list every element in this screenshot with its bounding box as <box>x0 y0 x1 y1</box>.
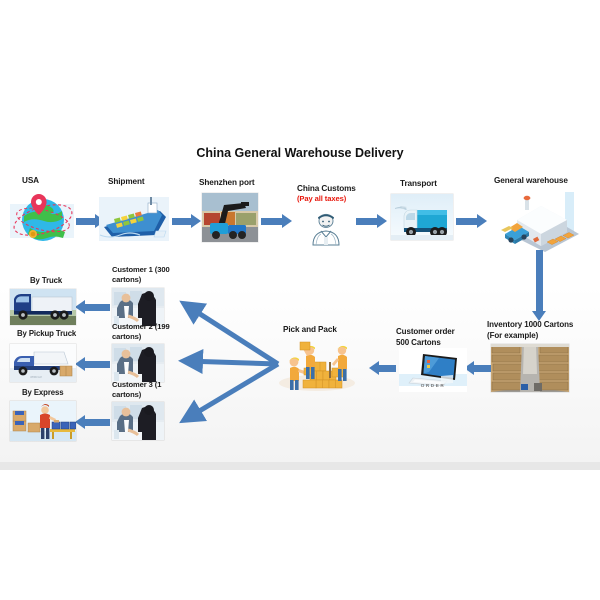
arrow-order-to-pickpack <box>369 361 396 375</box>
laptop-order-icon: ORDER <box>399 348 467 392</box>
arrow-warehouse-to-inventory <box>532 250 546 321</box>
customer-3-label-line2: cartons) <box>112 390 142 399</box>
container-ship-icon <box>98 191 170 247</box>
blue-truck-photo <box>391 194 453 240</box>
customs-officer-icon <box>305 210 347 246</box>
arrow-customer2-to-pickup <box>75 357 110 371</box>
customer-2-label-line1: Customer 2 (199 <box>112 322 170 331</box>
arrow-pickpack-to-customer-1 <box>179 300 280 367</box>
node-label-shipment: Shipment <box>108 177 145 186</box>
node-label-inventory-line2: (For example) <box>487 331 539 340</box>
arrow-pickpack-to-customer-2 <box>178 349 279 375</box>
arrow-shipment-to-port <box>172 214 201 228</box>
page-title: China General Warehouse Delivery <box>196 146 404 160</box>
diagram-canvas: China General Warehouse Delivery USA Shi… <box>0 0 600 470</box>
express-courier-photo <box>10 401 76 441</box>
workers-cartons-icon <box>276 338 358 392</box>
customer-1-label-line2: cartons) <box>112 275 142 284</box>
node-label-shenzhen-port: Shenzhen port <box>199 178 255 187</box>
diagram-inner-surface: China General Warehouse Delivery USA Shi… <box>0 0 600 462</box>
isometric-warehouse-icon <box>495 190 581 252</box>
node-label-usa: USA <box>22 176 39 185</box>
node-label-pick-and-pack: Pick and Pack <box>283 325 337 334</box>
customer-2-label-line2: cartons) <box>112 332 142 341</box>
globe-pin-icon <box>8 190 76 248</box>
arrow-customs-to-transport <box>356 214 387 228</box>
node-label-china-customs: China Customs <box>297 184 356 193</box>
node-sublabel-pay-all-taxes: (Pay all taxes) <box>297 194 347 203</box>
customer-2-photo <box>112 344 164 382</box>
arrow-usa-to-shipment <box>76 214 105 228</box>
port-crane-photo <box>202 193 258 242</box>
delivery-label-by-express: By Express <box>22 388 64 397</box>
pickup-truck-photo: 4769 GV <box>10 344 76 382</box>
warehouse-aisle-photo <box>491 344 569 392</box>
svg-text:4769 GV: 4769 GV <box>30 375 42 379</box>
arrow-port-to-customs <box>261 214 292 228</box>
delivery-label-by-pickup-truck: By Pickup Truck <box>17 329 77 338</box>
node-label-transport: Transport <box>400 179 437 188</box>
node-label-order-line1: Customer order <box>396 327 455 336</box>
arrow-pickpack-to-customer-3 <box>179 361 280 424</box>
delivery-label-by-truck: By Truck <box>30 276 63 285</box>
order-caption: ORDER <box>420 383 446 388</box>
arrow-transport-to-warehouse <box>456 214 487 228</box>
arrow-customer1-to-truck <box>75 300 110 314</box>
arrow-inventory-to-order <box>464 361 491 375</box>
node-label-general-warehouse: General warehouse <box>494 176 568 185</box>
node-label-inventory-line1: Inventory 1000 Cartons <box>487 320 574 329</box>
customer-1-label-line1: Customer 1 (300 <box>112 265 170 274</box>
node-label-order-line2: 500 Cartons <box>396 338 441 347</box>
customer-1-photo <box>112 288 164 326</box>
customer-3-photo <box>112 402 164 440</box>
semi-truck-photo <box>10 289 76 325</box>
arrow-customer3-to-express <box>75 415 110 429</box>
customer-3-label-line1: Customer 3 (1 <box>112 380 162 389</box>
